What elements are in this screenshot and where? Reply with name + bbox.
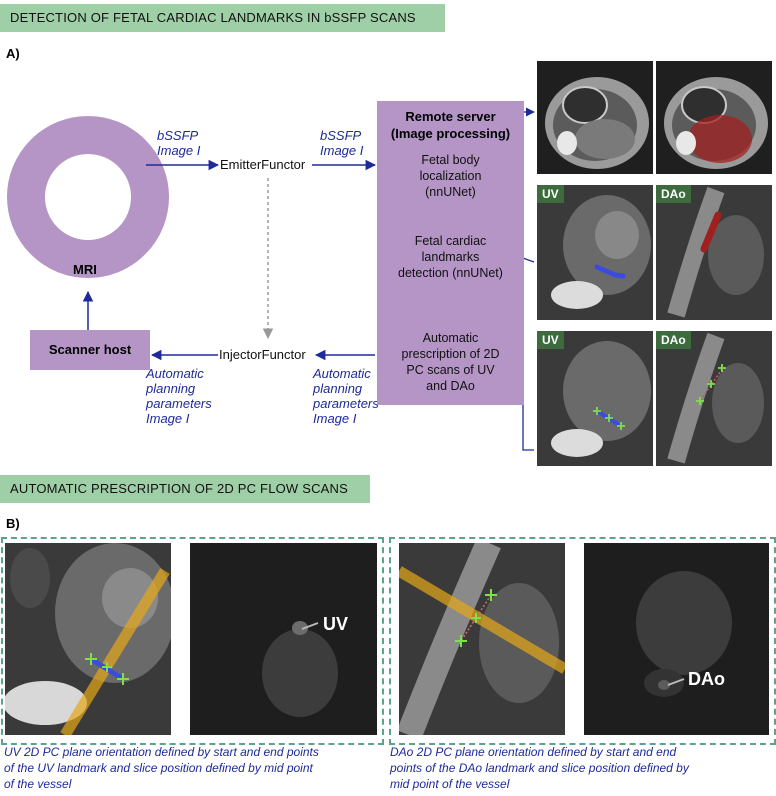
dao-end-cross: [455, 635, 467, 647]
server-title: Remote server(Image processing): [390, 109, 511, 141]
dao-segmentation-mark: [700, 211, 722, 253]
dao-mid-cross: [707, 380, 715, 388]
injector-functor: InjectorFunctor: [219, 347, 306, 362]
emitter-functor: EmitterFunctor: [220, 157, 306, 172]
uv-end-cross: [117, 673, 129, 685]
uv-panel: [1, 537, 384, 745]
uv-plane-line: [60, 568, 170, 735]
dao-landmark-image: DAo: [656, 185, 772, 320]
dao-caption: DAo 2D PC plane orientation defined by s…: [390, 745, 689, 791]
mri-label: MRI: [73, 262, 97, 277]
section-banner-detection: DETECTION OF FETAL CARDIAC LANDMARKS IN …: [0, 4, 445, 32]
pipeline-diagram: [7, 107, 535, 451]
dao-start-cross: [718, 364, 726, 372]
panel-label-b: B): [6, 516, 20, 531]
dao-mid-cross: [471, 613, 481, 623]
panel-label-a: A): [6, 46, 20, 61]
dao-plane-line: [399, 566, 565, 674]
dao-panel: [389, 537, 776, 745]
body-segmentation-image: [656, 61, 772, 174]
remote-server-box: Remote server(Image processing) Fetal bo…: [377, 101, 524, 405]
section-banner-prescription: AUTOMATIC PRESCRIPTION OF 2D PC FLOW SCA…: [0, 475, 370, 503]
uv-flow-label: UV: [323, 614, 348, 634]
uv-prescription-image: UV: [537, 331, 653, 466]
uv-mid-cross: [605, 414, 613, 422]
body-mask-overlay: [688, 115, 752, 163]
uv-start-cross: [593, 407, 601, 415]
dao-flow-image: DAo: [584, 543, 769, 735]
dao-tag: DAo: [656, 331, 691, 349]
uv-flow-image: UV: [190, 543, 377, 735]
body-mri-image: [537, 61, 653, 174]
dao-prescription-image: DAo: [656, 331, 772, 466]
uv-end-cross: [617, 422, 625, 430]
scanner-host-label: Scanner host: [48, 342, 132, 357]
dao-plane-image: [399, 543, 565, 735]
scanner-host-box: [30, 330, 150, 370]
dao-flow-label: DAo: [688, 669, 725, 689]
uv-plane-image: [5, 543, 171, 735]
uv-mid-cross: [102, 662, 112, 672]
uv-tag: UV: [537, 331, 564, 349]
mri-ring: [7, 116, 169, 278]
uv-segmentation-mark: [594, 264, 626, 279]
uv-landmark-image: UV: [537, 185, 653, 320]
uv-start-cross: [85, 653, 97, 665]
uv-caption: UV 2D PC plane orientation defined by st…: [4, 745, 319, 791]
uv-tag: UV: [537, 185, 564, 203]
dao-tag: DAo: [656, 185, 691, 203]
dao-start-cross: [485, 589, 497, 601]
dao-end-cross: [696, 397, 704, 405]
